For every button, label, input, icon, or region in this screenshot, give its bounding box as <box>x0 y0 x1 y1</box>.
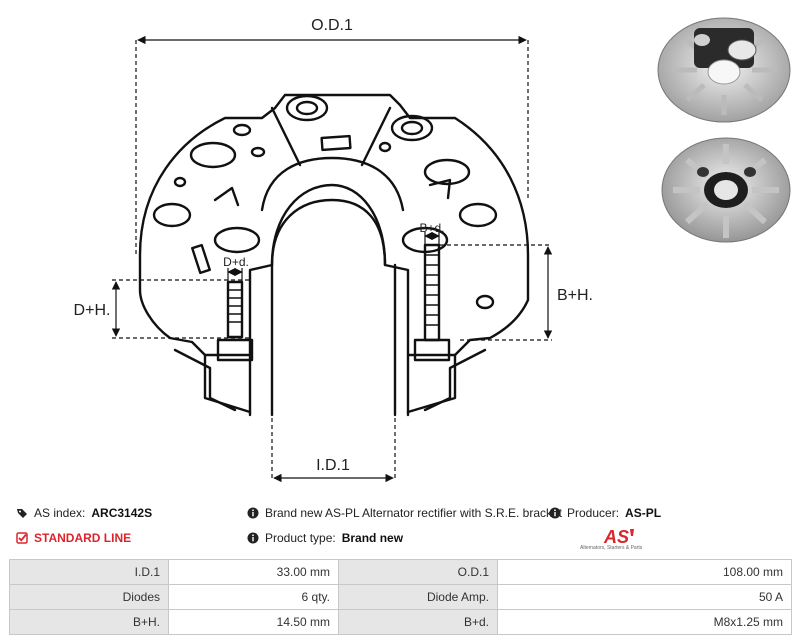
product-line: STANDARD LINE <box>34 531 132 545</box>
line-row: STANDARD LINE <box>16 531 131 545</box>
product-info: AS index: ARC3142S STANDARD LINE Brand n… <box>0 500 800 560</box>
producer-value: AS-PL <box>625 506 662 520</box>
as-index-label: AS index: <box>34 506 86 520</box>
product-type-label: Product type: <box>265 531 336 545</box>
product-photo-bottom <box>661 137 791 243</box>
dh-label: D+H. <box>74 302 111 319</box>
table-row: B+H. 14.50 mm B+d. M8x1.25 mm <box>9 609 792 635</box>
product-type-value: Brand new <box>341 531 404 545</box>
spec-value: 14.50 mm <box>168 609 339 635</box>
dd-label: D+d. <box>223 255 249 269</box>
as-logo-subtitle: Alternators, Starters & Parts <box>580 545 643 551</box>
spec-label: O.D.1 <box>338 559 498 585</box>
spec-label: B+H. <box>9 609 169 635</box>
product-description: Brand new AS-PL Alternator rectifier wit… <box>265 506 563 520</box>
table-row: I.D.1 33.00 mm O.D.1 108.00 mm <box>9 559 792 585</box>
info-icon <box>247 532 259 544</box>
od-label: O.D.1 <box>311 17 353 34</box>
spec-label: Diodes <box>9 584 169 610</box>
spec-label: Diode Amp. <box>338 584 498 610</box>
spec-value: 33.00 mm <box>168 559 339 585</box>
spec-value: 6 qty. <box>168 584 339 610</box>
table-row: Diodes 6 qty. Diode Amp. 50 A <box>9 584 792 610</box>
bd-label: B+d. <box>419 221 444 235</box>
spec-value: 108.00 mm <box>497 559 792 585</box>
spec-label: I.D.1 <box>9 559 169 585</box>
spec-value: 50 A <box>497 584 792 610</box>
producer-row: Producer: AS-PL <box>549 506 661 520</box>
product-photo-top <box>657 17 791 123</box>
as-logo: AS <box>603 527 634 547</box>
producer-label: Producer: <box>567 506 620 520</box>
product-type-row: Product type: Brand new <box>247 531 403 545</box>
rectifier-technical-drawing: O.D.1 I.D.1 D+H. B+H. D+d. B+d. <box>74 17 593 483</box>
checkbox-checked-icon <box>16 532 28 544</box>
bh-label: B+H. <box>557 287 593 304</box>
spec-label: B+d. <box>338 609 498 635</box>
as-index-row: AS index: ARC3142S <box>16 506 152 520</box>
spec-value: M8x1.25 mm <box>497 609 792 635</box>
info-icon <box>549 507 561 519</box>
info-icon <box>247 507 259 519</box>
specs-table: I.D.1 33.00 mm O.D.1 108.00 mm Diodes 6 … <box>9 559 792 635</box>
tag-icon <box>17 509 27 518</box>
as-index-value: ARC3142S <box>91 506 153 520</box>
as-logo-text: AS <box>603 527 629 547</box>
id-label: I.D.1 <box>316 457 350 474</box>
description-row: Brand new AS-PL Alternator rectifier wit… <box>247 506 562 520</box>
